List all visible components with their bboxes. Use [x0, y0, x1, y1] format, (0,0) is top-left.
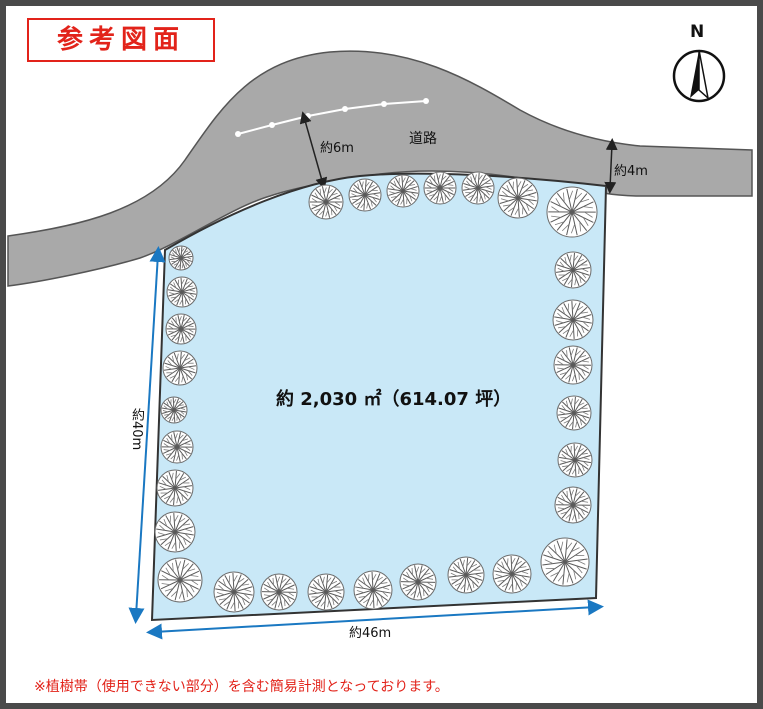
tree-icon	[353, 570, 393, 610]
road	[7, 50, 753, 287]
area-label: 約 2,030 ㎡（614.07 坪）	[276, 389, 512, 410]
north-label: N	[690, 22, 705, 42]
tree-icon	[557, 442, 593, 478]
dimension-line-left	[128, 246, 166, 624]
tree-icon	[348, 178, 382, 212]
lot-parcel	[150, 172, 608, 622]
tree-icon	[386, 174, 420, 208]
tree-icon	[168, 245, 194, 271]
tree-icon	[213, 571, 255, 613]
tree-icon	[166, 276, 198, 308]
north-arrow-icon	[672, 49, 726, 103]
tree-icon	[556, 395, 592, 431]
tree-belt	[154, 171, 598, 613]
tree-icon	[154, 511, 196, 553]
road-width-arrow-4m	[604, 138, 618, 194]
tree-icon	[553, 345, 593, 385]
tree-icon	[461, 171, 495, 205]
tree-icon	[162, 350, 198, 386]
tree-icon	[157, 557, 203, 603]
tree-icon	[160, 396, 188, 424]
road-label: 道路	[409, 131, 437, 147]
footnote: ※植樹帯（使用できない部分）を含む簡易計測となっております。	[34, 679, 449, 695]
tree-icon	[399, 563, 437, 601]
dimension-bottom-label: 約46m	[349, 626, 392, 641]
tree-icon	[447, 556, 485, 594]
tree-icon	[554, 251, 592, 289]
tree-icon	[497, 177, 539, 219]
tree-icon	[260, 573, 298, 611]
tree-icon	[492, 554, 532, 594]
road-centerline-dots	[235, 98, 429, 137]
tree-icon	[165, 313, 197, 345]
road-width-arrow-6m	[299, 111, 328, 190]
tree-icon	[308, 184, 344, 220]
tree-icon	[160, 430, 194, 464]
road-width-main-label: 約6m	[320, 141, 354, 156]
tree-icon	[156, 469, 194, 507]
dimension-line-bottom	[146, 599, 604, 640]
tree-icon	[307, 573, 345, 611]
dimension-left-label: 約40m	[129, 408, 144, 451]
tree-icon	[540, 537, 590, 587]
road-width-branch-label: 約4m	[614, 164, 648, 179]
tree-icon	[423, 171, 457, 205]
tree-icon	[554, 486, 592, 524]
reference-badge: 参考図面	[27, 18, 215, 62]
tree-icon	[546, 186, 598, 238]
tree-icon	[552, 299, 594, 341]
